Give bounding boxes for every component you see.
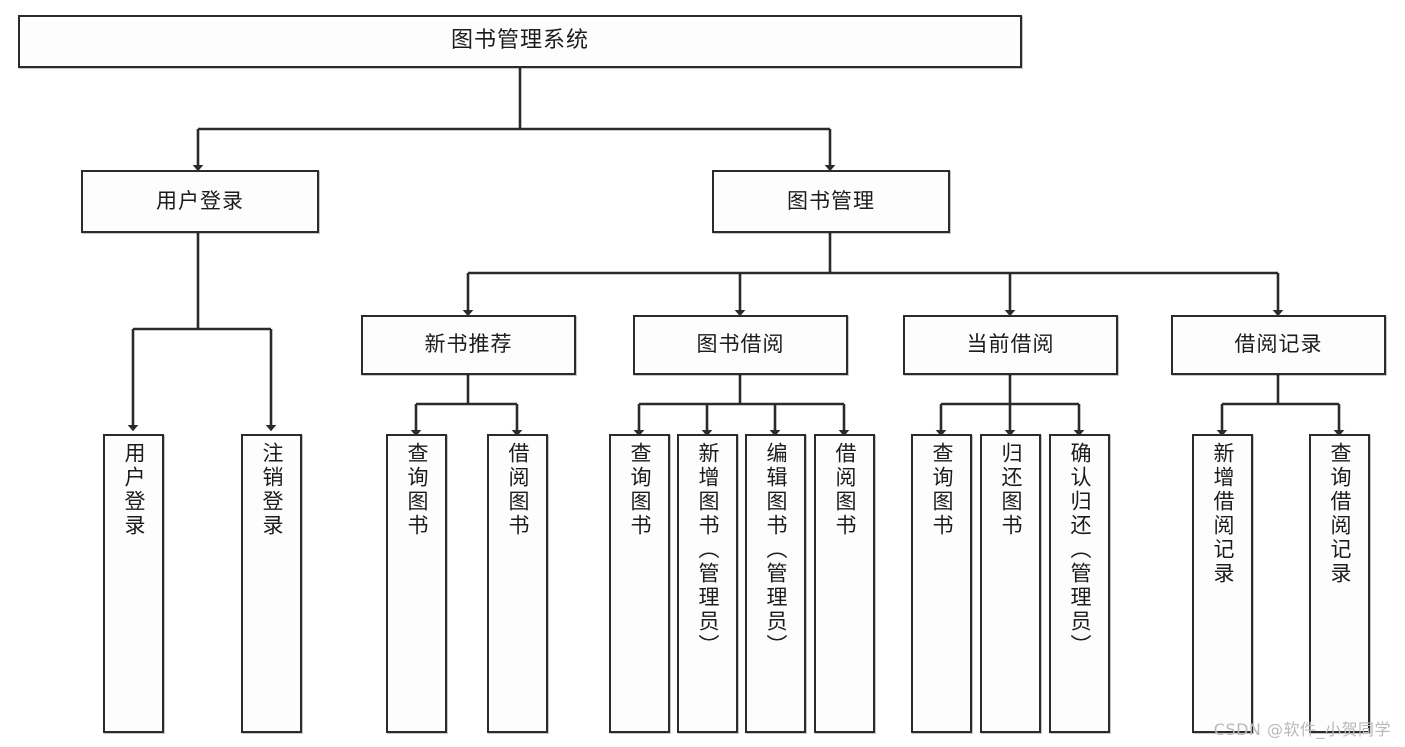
node-label: 借阅图书: [833, 442, 857, 538]
node-borrow-record[interactable]: 借阅记录: [1171, 315, 1386, 375]
node-label: 查询图书: [930, 442, 954, 538]
node-leaf-current-borrow-confirm-return[interactable]: 确认归还（管理员）: [1049, 434, 1110, 733]
node-root-book-management-system[interactable]: 图书管理系统: [18, 15, 1022, 68]
node-label: 图书管理系统: [450, 28, 589, 54]
node-label: 新书推荐: [424, 332, 513, 357]
node-label: 借阅图书: [506, 442, 530, 538]
node-leaf-current-borrow-return[interactable]: 归还图书: [980, 434, 1041, 733]
node-label: 用户登录: [156, 188, 244, 213]
node-label: 查询借阅记录: [1328, 442, 1352, 586]
node-book-management[interactable]: 图书管理: [712, 170, 950, 233]
node-leaf-new-book-borrow[interactable]: 借阅图书: [487, 434, 548, 733]
node-label: 查询图书: [628, 442, 652, 538]
node-leaf-borrow-record-add[interactable]: 新增借阅记录: [1192, 434, 1253, 733]
node-leaf-book-borrow-borrow[interactable]: 借阅图书: [814, 434, 875, 733]
node-label: 新增图书（管理员）: [696, 442, 720, 658]
node-leaf-current-borrow-query[interactable]: 查询图书: [911, 434, 972, 733]
node-leaf-borrow-record-query[interactable]: 查询借阅记录: [1309, 434, 1370, 733]
node-current-borrow[interactable]: 当前借阅: [903, 315, 1118, 375]
node-leaf-book-borrow-add[interactable]: 新增图书（管理员）: [677, 434, 738, 733]
node-label: 借阅记录: [1234, 332, 1323, 357]
node-label: 图书借阅: [696, 332, 785, 357]
node-new-book-recommend[interactable]: 新书推荐: [361, 315, 576, 375]
node-label: 确认归还（管理员）: [1068, 442, 1092, 658]
node-leaf-book-borrow-query[interactable]: 查询图书: [609, 434, 670, 733]
node-user-login[interactable]: 用户登录: [81, 170, 319, 233]
node-label: 当前借阅: [966, 332, 1055, 357]
node-leaf-user-login-logout[interactable]: 注销登录: [241, 434, 302, 733]
node-label: 注销登录: [260, 442, 284, 538]
node-label: 归还图书: [999, 442, 1023, 538]
node-book-borrow[interactable]: 图书借阅: [633, 315, 848, 375]
node-leaf-new-book-query[interactable]: 查询图书: [386, 434, 447, 733]
node-label: 编辑图书（管理员）: [764, 442, 788, 658]
node-label: 新增借阅记录: [1211, 442, 1235, 586]
node-leaf-book-borrow-edit[interactable]: 编辑图书（管理员）: [745, 434, 806, 733]
csdn-watermark: CSDN @软件_小贺同学: [1213, 720, 1391, 739]
node-label: 图书管理: [787, 188, 875, 213]
node-label: 用户登录: [122, 442, 146, 538]
node-label: 查询图书: [405, 442, 429, 538]
node-leaf-user-login-login[interactable]: 用户登录: [103, 434, 164, 733]
